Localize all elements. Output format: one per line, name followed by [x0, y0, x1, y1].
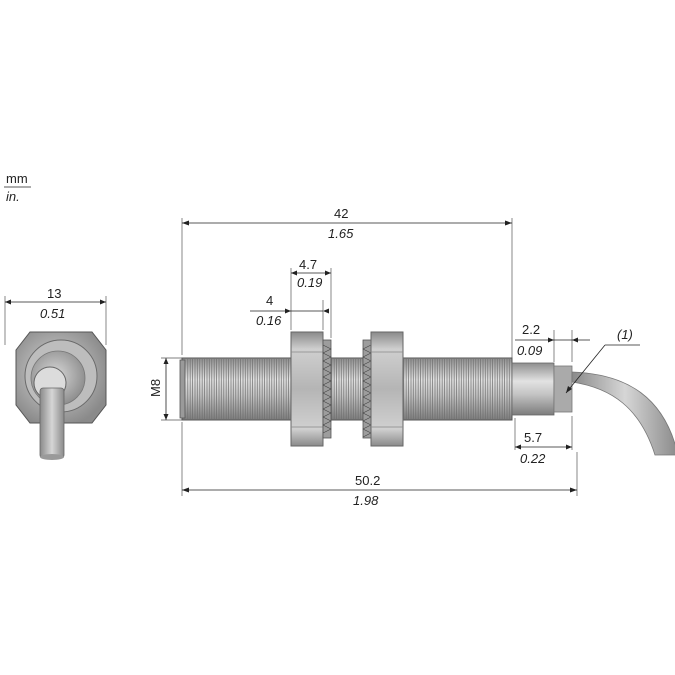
dim-across-flats-in: 0.51 [40, 306, 65, 321]
dim-nut-offset-in: 0.16 [256, 313, 282, 328]
dim-nut-width-in: 0.19 [297, 275, 322, 290]
dim-cable-end-in: 0.22 [520, 451, 546, 466]
arrow-head [566, 386, 572, 393]
washer-teeth [362, 344, 372, 438]
sensing-face [179, 359, 186, 419]
cable [571, 371, 675, 456]
dim-cable-end-mm: 5.7 [524, 430, 542, 445]
hex-nut-1 [290, 331, 324, 447]
cable-end-body [511, 362, 555, 416]
callout-note-1: (1) [617, 327, 633, 342]
dim-thread: M8 [148, 379, 163, 397]
dim-across-flats-mm: 13 [47, 286, 61, 301]
dimension-annotations: 42 1.65 4.7 0.19 4 0.16 M8 2.2 0.09 (1) [148, 206, 640, 508]
dim-total-body-in: 1.65 [328, 226, 354, 241]
dim-nut-width-mm: 4.7 [299, 257, 317, 272]
hex-nut-2 [370, 331, 404, 447]
cable-stub-end-view [39, 387, 65, 459]
cable-end-face [40, 454, 64, 460]
dim-overall-in: 1.98 [353, 493, 379, 508]
unit-mm-label: mm [6, 171, 28, 186]
dim-total-body-mm: 42 [334, 206, 348, 221]
washer-teeth [322, 344, 332, 434]
end-view: 13 0.51 [4, 286, 107, 460]
dim-led-ring-mm: 2.2 [522, 322, 540, 337]
callout-leader [565, 344, 606, 394]
thread-texture [186, 359, 510, 419]
unit-in-label: in. [6, 189, 20, 204]
dim-nut-offset-mm: 4 [266, 293, 273, 308]
arrow-head [548, 337, 578, 343]
dim-led-ring-in: 0.09 [517, 343, 542, 358]
units-legend: mm in. [4, 171, 31, 204]
arrow-head [515, 444, 572, 450]
dim-overall-mm: 50.2 [355, 473, 380, 488]
side-view [179, 331, 675, 456]
